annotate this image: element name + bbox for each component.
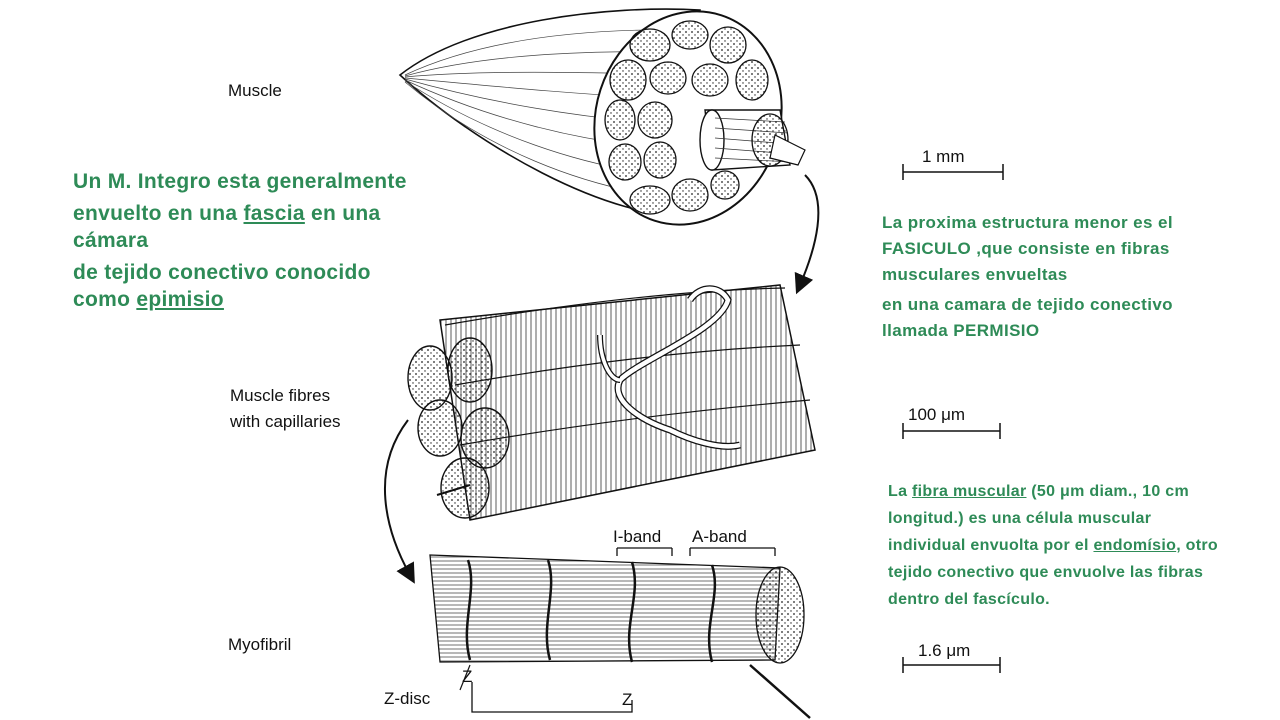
muscle-illustration	[398, 8, 806, 226]
fasciculo-line-2: en una camara de tejido conectivo llamad…	[882, 295, 1173, 340]
scale-label-1-6um: 1.6 μm	[918, 641, 970, 660]
scale-bar-100um	[902, 423, 1001, 439]
text-span: de tejido conectivo conocido como	[73, 261, 371, 311]
fasciculo-line-1: La proxima estructura menor es el FASICU…	[882, 213, 1173, 284]
text-span: (50 μm diam., 10 cm longitud.) es una cé…	[888, 483, 1190, 554]
scale-label-1mm: 1 mm	[922, 147, 965, 166]
text-span: en una cámara	[73, 202, 381, 252]
label-z-1: Z	[462, 667, 472, 686]
text-span: envuelto en una	[73, 202, 244, 225]
epimisio-description: Un M. Integro esta generalmente envuelto…	[73, 168, 418, 318]
label-a-band: A-band	[692, 527, 747, 546]
fibra-muscular-description: La fibra muscular (50 μm diam., 10 cm lo…	[888, 478, 1233, 613]
myofibril-illustration	[429, 547, 811, 719]
label-muscle: Muscle	[228, 81, 282, 100]
endomisio-link[interactable]: endomísio	[1093, 537, 1177, 554]
label-z-2: Z	[622, 690, 632, 709]
arrow-2	[383, 419, 415, 584]
label-i-band: I-band	[613, 527, 661, 546]
scale-bar-1mm	[902, 164, 1004, 180]
scale-label-100um: 100 μm	[908, 405, 965, 424]
epimisio-line-3: de tejido conectivo conocido como epimis…	[73, 259, 418, 313]
epimisio-link[interactable]: epimisio	[136, 288, 224, 311]
arrow-1	[794, 174, 820, 295]
epimisio-line-1: Un M. Integro esta generalmente	[73, 170, 407, 193]
fasciculo-description: La proxima estructura menor es el FASICU…	[882, 210, 1222, 348]
fascicle-illustration	[407, 284, 816, 521]
scale-bar-1-6um	[902, 657, 1001, 673]
fascia-link[interactable]: fascia	[243, 202, 305, 225]
text-span: La	[888, 483, 913, 500]
label-with-capillaries: with capillaries	[229, 412, 341, 431]
fibra-muscular-link[interactable]: fibra muscular	[912, 483, 1027, 500]
label-z-disc: Z-disc	[384, 689, 431, 708]
text-span: , otro tejido conectivo que envuolve las…	[888, 537, 1218, 608]
label-myofibril: Myofibril	[228, 635, 291, 654]
epimisio-line-2: envuelto en una fascia en una cámara	[73, 200, 418, 254]
label-muscle-fibres: Muscle fibres	[230, 386, 330, 405]
